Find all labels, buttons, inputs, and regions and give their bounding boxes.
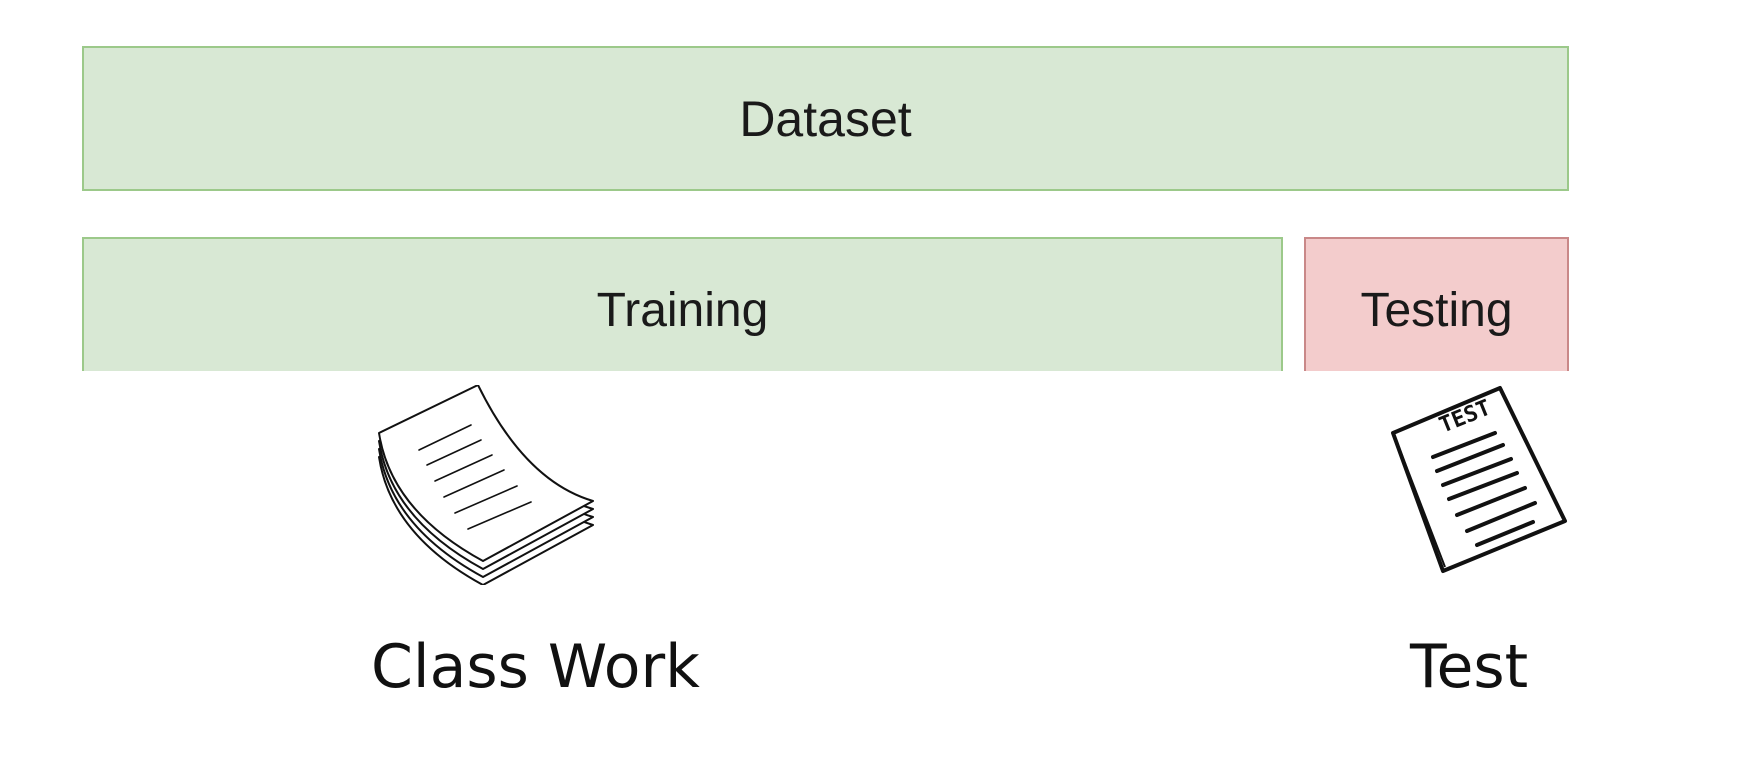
training-box: Training	[82, 237, 1283, 371]
test-caption: Test	[1410, 632, 1529, 702]
testing-label: Testing	[1360, 283, 1513, 337]
testing-box: Testing	[1304, 237, 1569, 371]
dataset-box: Dataset	[82, 46, 1569, 191]
training-label: Training	[596, 283, 769, 337]
test-paper-icon: TEST	[1391, 386, 1567, 573]
paper-stack-icon	[378, 385, 594, 585]
dataset-label: Dataset	[739, 90, 912, 147]
class-work-caption: Class Work	[371, 632, 700, 702]
